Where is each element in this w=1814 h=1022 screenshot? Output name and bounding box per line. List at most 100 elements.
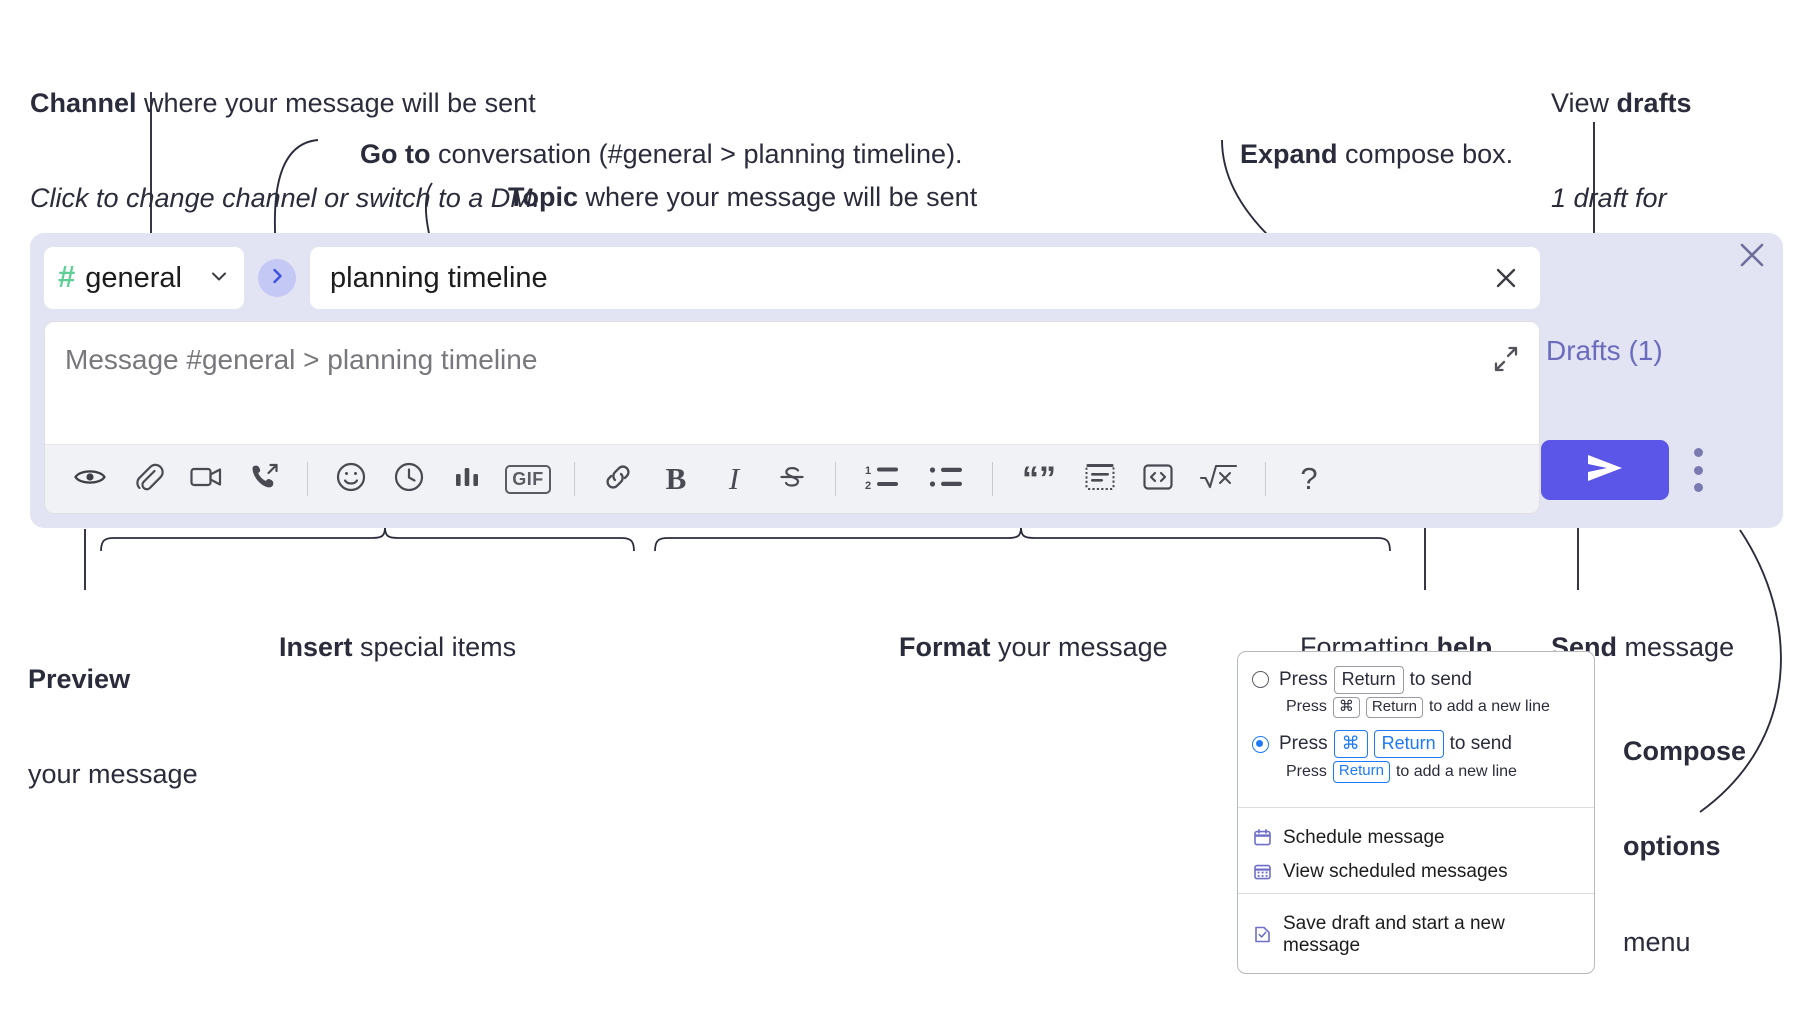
audio-button[interactable] [235,450,293,508]
key-return: Return [1333,666,1404,694]
annotation-compose-options-l2: options [1623,831,1721,862]
square-root-icon [1199,461,1239,498]
menu-item-schedule-label: Schedule message [1283,826,1445,848]
attach-button[interactable] [119,450,177,508]
option-cmd-return-to-send[interactable]: Press ⌘ Return to send [1252,730,1580,758]
drafts-link[interactable]: Drafts (1) [1546,335,1663,366]
menu-item-save-draft[interactable]: Save draft and start a new message [1238,904,1594,963]
bold-button[interactable]: B [647,450,705,508]
annotation-preview-rest: your message [28,759,198,790]
annotation-insert: Insert special items [249,600,516,696]
divider-1 [307,462,308,496]
bar-chart-icon [452,462,482,497]
annotation-compose-options: Compose options menu [1623,672,1746,1022]
draft-check-icon [1252,925,1272,945]
compose-options-menu: Press Return to send Press ⌘ Return to a… [1237,651,1595,974]
option-cmd-return-sub: Press Return to add a new line [1286,760,1580,783]
menu-item-view-scheduled-label: View scheduled messages [1283,860,1508,882]
option-return-sub-pre: Press [1286,698,1327,716]
bold-icon: B [665,461,687,496]
more-vertical-dot-2 [1693,465,1703,475]
annotation-preview: Preview your message [28,600,198,855]
annotation-insert-bold: Insert [279,631,353,662]
bulleted-list-button[interactable] [914,450,978,508]
radio-unselected[interactable] [1252,671,1269,689]
divider-4 [992,462,993,496]
question-mark-icon: ? [1300,461,1318,496]
gif-button[interactable]: GIF [496,450,560,508]
clear-topic-icon[interactable] [1490,262,1522,294]
hash-icon: # [58,258,76,294]
strikethrough-button[interactable] [763,450,821,508]
annotation-drafts-bold: drafts [1616,87,1692,118]
ordered-list-icon: 1 2 [864,462,900,497]
poll-button[interactable] [438,450,496,508]
chevron-down-icon [208,265,230,292]
annotation-topic-bold: Topic [508,181,579,212]
message-placeholder: Message #general > planning timeline [65,344,538,375]
compose-main: # general planni [44,247,1540,514]
annotated-screenshot: Channel where your message will be sent … [28,87,1783,974]
option-return-label: Press Return to send [1279,666,1472,694]
italic-button[interactable]: I [705,450,763,508]
send-button[interactable] [1541,440,1669,500]
expand-compose-icon[interactable] [1489,342,1523,376]
code-brackets-icon [1142,462,1174,497]
message-input-area[interactable]: Message #general > planning timeline [44,321,1540,514]
blockquote-button[interactable]: “” [1007,450,1071,508]
italic-icon: I [728,461,740,496]
goto-conversation-button[interactable] [258,259,296,297]
menu-item-schedule-message[interactable]: Schedule message [1238,818,1594,855]
compose-options-button[interactable] [1691,448,1705,492]
ordered-list-button[interactable]: 1 2 [850,450,914,508]
chevron-right-icon [267,266,287,291]
option-cmd-return-label: Press ⌘ Return to send [1279,730,1512,758]
eye-icon [73,460,107,499]
radio-selected[interactable] [1252,735,1269,753]
divider-5 [1265,462,1266,496]
code-block-button[interactable] [1071,450,1129,508]
preview-button[interactable] [61,450,119,508]
annotation-format-bold: Format [899,631,991,662]
option-cmd-return-pre: Press [1279,733,1328,754]
annotation-drafts-pre: View [1551,87,1617,118]
calendar-grid-icon [1252,862,1272,882]
annotation-goto-rest: conversation (#general > planning timeli… [430,138,963,169]
formatting-help-button[interactable]: ? [1280,450,1338,508]
code-snippet-button[interactable] [1129,450,1187,508]
channel-name: general [85,261,182,294]
key-command: ⌘ [1332,696,1360,719]
key-return-sub-2: Return [1332,760,1390,783]
key-command-2: ⌘ [1333,730,1368,758]
menu-divider-2 [1238,892,1594,894]
annotation-goto-bold: Go to [360,138,431,169]
channel-selector[interactable]: # general [44,247,244,309]
option-return-to-send[interactable]: Press Return to send [1252,666,1580,694]
menu-item-view-scheduled[interactable]: View scheduled messages [1238,855,1594,893]
annotation-send-rest: message [1617,631,1735,662]
reminder-button[interactable] [380,450,438,508]
emoji-smiley-icon [335,461,367,498]
link-button[interactable] [589,450,647,508]
math-button[interactable] [1187,450,1251,508]
annotation-topic-rest: where your message will be sent [578,181,978,212]
annotation-channel-rest: where your message will be sent [136,87,536,118]
close-compose-icon[interactable] [1735,238,1769,272]
strikethrough-icon [777,461,807,498]
formatting-toolbar: GIF B [45,444,1539,513]
paperclip-icon [132,461,164,498]
schedule-group: Schedule message [1238,808,1594,893]
video-button[interactable] [177,450,235,508]
option-return-sub-post: to add a new line [1428,698,1550,716]
topic-input[interactable]: planning timeline [310,247,1540,309]
annotation-drafts-sub1: 1 draft for [1551,183,1667,214]
annotation-format-rest: your message [990,631,1168,662]
annotation-preview-bold: Preview [28,663,131,694]
emoji-button[interactable] [322,450,380,508]
clock-icon [393,461,425,498]
option-return-post: to send [1409,668,1472,690]
annotation-compose-options-l3: menu [1623,926,1691,957]
annotation-topic: Topic where your message will be sent [478,150,977,246]
svg-text:1: 1 [865,465,871,477]
more-vertical-dot-1 [1693,448,1703,457]
